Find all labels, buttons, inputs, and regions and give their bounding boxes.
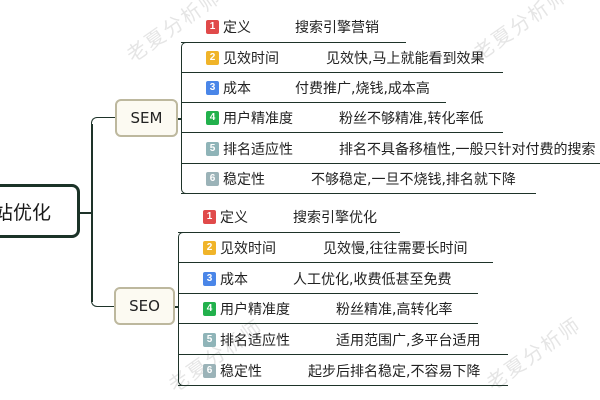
item-label: 用户精准度 <box>223 111 293 127</box>
branch-sem[interactable]: SEM <box>115 99 178 137</box>
row-underline <box>181 41 406 43</box>
item-desc: 见效慢,往往需要长时间 <box>323 241 468 257</box>
row-underline <box>178 231 400 233</box>
item-desc: 排名不具备移植性,一般只针对付费的搜索 <box>339 142 596 158</box>
item-label: 成本 <box>220 272 248 288</box>
item-label: 定义 <box>223 20 251 36</box>
item-desc: 起步后排名稳定,不容易下降 <box>308 364 481 380</box>
item-desc: 搜索引擎优化 <box>293 210 377 226</box>
row-underline <box>178 261 493 263</box>
row-underline <box>181 101 446 103</box>
number-badge-icon: 3 <box>206 81 219 95</box>
item-label: 见效时间 <box>220 241 276 257</box>
connector-sem <box>91 117 115 127</box>
connector-root <box>80 212 92 214</box>
seo-item-1[interactable]: 1 定义 搜索引擎优化 <box>178 203 400 233</box>
item-label: 定义 <box>220 210 248 226</box>
sem-item-1[interactable]: 1 定义 搜索引擎营销 <box>181 13 406 43</box>
number-badge-icon: 3 <box>203 272 216 286</box>
item-desc: 粉丝精准,高转化率 <box>336 302 453 318</box>
row-underline <box>181 131 503 133</box>
row-underline <box>181 162 600 164</box>
branch-seo-label: SEO <box>129 297 160 315</box>
number-badge-icon: 1 <box>206 20 219 34</box>
number-badge-icon: 4 <box>206 111 219 125</box>
root-node[interactable]: 站优化 <box>0 184 80 238</box>
connector-seo-bracket <box>175 306 179 308</box>
item-desc: 见效快,马上就能看到效果 <box>326 51 485 67</box>
item-desc: 搜索引擎营销 <box>295 20 379 36</box>
number-badge-icon: 4 <box>203 302 216 316</box>
seo-item-4[interactable]: 4 用户精准度 粉丝精准,高转化率 <box>178 294 478 324</box>
item-label: 稳定性 <box>220 364 262 380</box>
row-underline <box>181 71 503 73</box>
number-badge-icon: 6 <box>203 364 216 378</box>
item-desc: 适用范围广,多平台适用 <box>336 333 481 349</box>
number-badge-icon: 6 <box>206 172 219 186</box>
item-label: 稳定性 <box>223 172 265 188</box>
item-desc: 粉丝不够精准,转化率低 <box>339 111 484 127</box>
sem-item-6[interactable]: 6 稳定性 不够稳定,一旦不烧钱,排名就下降 <box>181 164 536 194</box>
number-badge-icon: 2 <box>203 241 216 255</box>
root-label: 站优化 <box>0 201 51 224</box>
seo-item-2[interactable]: 2 见效时间 见效慢,往往需要长时间 <box>178 233 493 263</box>
item-desc: 不够稳定,一旦不烧钱,排名就下降 <box>311 172 516 188</box>
item-label: 排名适应性 <box>220 333 290 349</box>
connector-sem-bracket <box>178 118 182 120</box>
seo-item-6[interactable]: 6 稳定性 起步后排名稳定,不容易下降 <box>178 356 508 386</box>
item-label: 排名适应性 <box>223 142 293 158</box>
sem-item-3[interactable]: 3 成本 付费推广,烧钱,成本高 <box>181 73 446 103</box>
number-badge-icon: 5 <box>206 142 219 156</box>
item-desc: 人工优化,收费低甚至免费 <box>293 272 452 288</box>
sem-item-5[interactable]: 5 排名适应性 排名不具备移植性,一般只针对付费的搜索 <box>181 134 600 164</box>
branch-sem-label: SEM <box>130 109 163 127</box>
sem-item-4[interactable]: 4 用户精准度 粉丝不够精准,转化率低 <box>181 103 503 133</box>
row-underline <box>178 353 508 355</box>
connector-seo <box>91 297 115 307</box>
number-badge-icon: 5 <box>203 333 216 347</box>
branch-seo[interactable]: SEO <box>114 287 175 325</box>
seo-item-3[interactable]: 3 成本 人工优化,收费低甚至免费 <box>178 264 478 294</box>
seo-item-5[interactable]: 5 排名适应性 适用范围广,多平台适用 <box>178 325 508 355</box>
item-label: 见效时间 <box>223 51 279 67</box>
item-label: 用户精准度 <box>220 302 290 318</box>
row-underline <box>178 384 508 386</box>
connector-trunk <box>91 124 93 302</box>
number-badge-icon: 2 <box>206 51 219 65</box>
row-underline <box>178 322 478 324</box>
row-underline <box>181 192 536 194</box>
item-desc: 付费推广,烧钱,成本高 <box>295 81 430 97</box>
item-label: 成本 <box>223 81 251 97</box>
row-underline <box>178 292 478 294</box>
number-badge-icon: 1 <box>203 210 216 224</box>
sem-item-2[interactable]: 2 见效时间 见效快,马上就能看到效果 <box>181 43 503 73</box>
